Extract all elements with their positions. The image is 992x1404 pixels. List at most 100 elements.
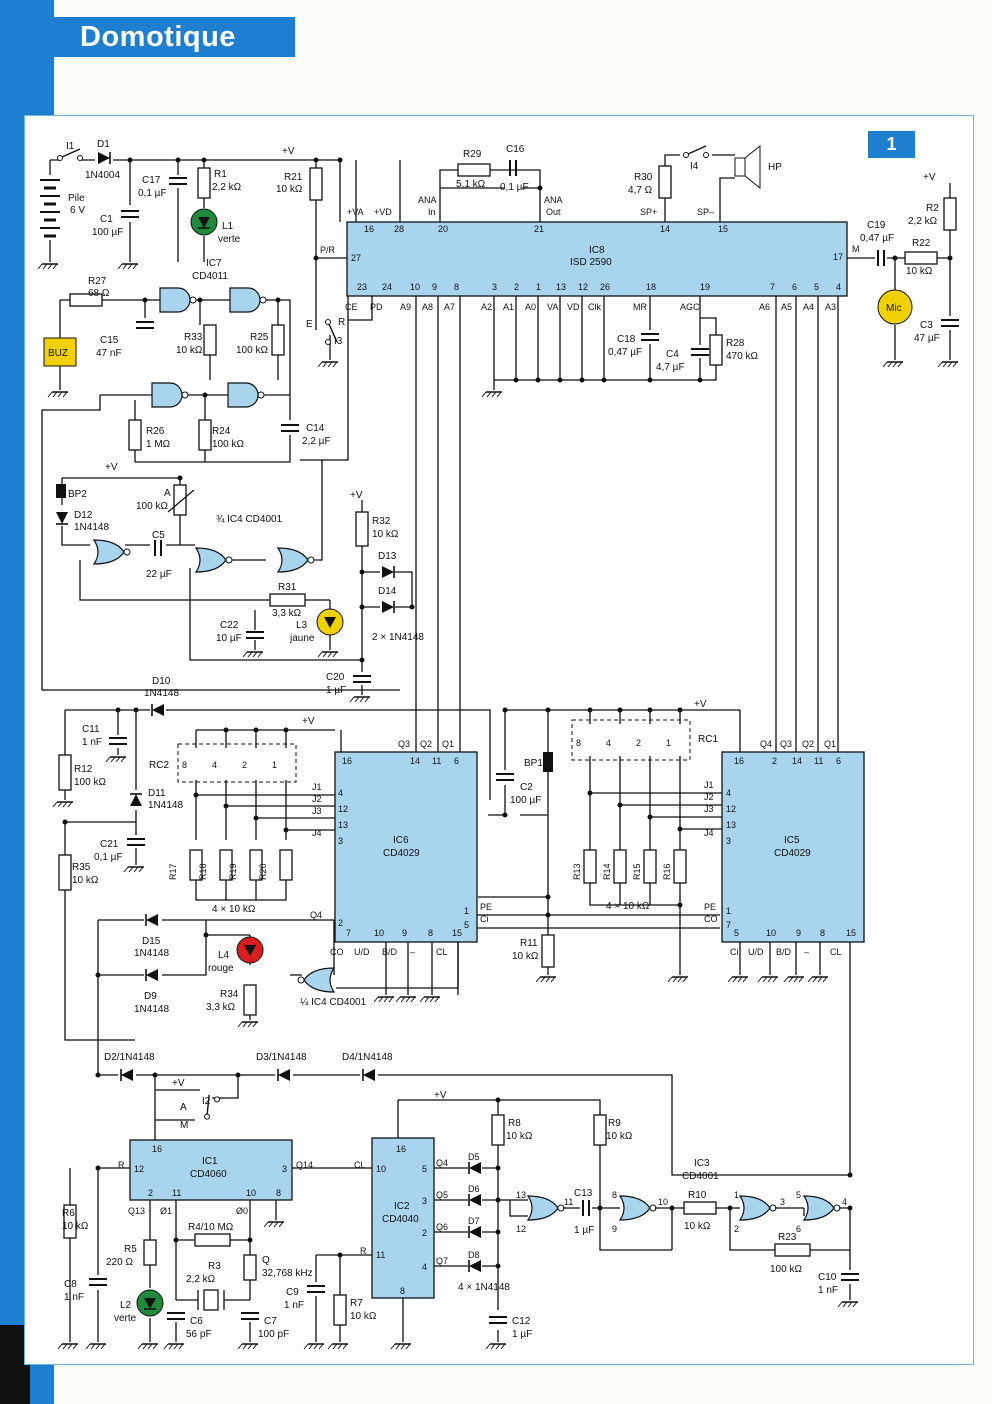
svg-text:B/D: B/D — [382, 947, 398, 957]
svg-text:14: 14 — [410, 756, 420, 766]
label-i2-a: A — [180, 1102, 187, 1113]
label-i3: I3 — [334, 336, 343, 347]
svg-text:CE: CE — [345, 302, 358, 312]
label-plus-v: +V — [434, 1090, 447, 1101]
resistor-r18 — [219, 849, 233, 881]
label-c6: C6 — [190, 1316, 203, 1327]
capacitor-c3 — [940, 319, 960, 327]
svg-text:15: 15 — [846, 928, 856, 938]
svg-text:AGC: AGC — [680, 302, 700, 312]
svg-text:1: 1 — [536, 282, 541, 292]
label-d13: D13 — [378, 551, 397, 562]
label-r10: R10 — [688, 1190, 707, 1201]
ground-symbol — [783, 976, 805, 983]
section-tab — [54, 17, 295, 57]
svg-text:1: 1 — [734, 1190, 739, 1200]
label-rc2: RC2 — [149, 760, 169, 771]
nand-gate-ic7-iv — [229, 287, 267, 313]
svg-text:11: 11 — [432, 756, 441, 766]
label-d10: D10 — [152, 676, 171, 687]
svg-text:10: 10 — [374, 928, 384, 938]
capacitor-c19 — [877, 249, 885, 267]
svg-text:2: 2 — [338, 918, 343, 928]
label-ic2-value: CD4040 — [382, 1214, 419, 1225]
label-r26: R26 — [146, 426, 165, 437]
svg-text:PE: PE — [480, 902, 492, 912]
label-d1-value: 1N4004 — [85, 170, 120, 181]
svg-text:Q5: Q5 — [436, 1190, 448, 1200]
ground-symbol — [237, 1021, 259, 1028]
svg-text:3: 3 — [726, 836, 731, 846]
svg-text:R20: R20 — [258, 863, 268, 880]
svg-text:D7: D7 — [468, 1216, 480, 1226]
diode-d14 — [381, 600, 395, 614]
label-c7-value: 100 pF — [258, 1329, 289, 1340]
svg-text:R19: R19 — [228, 863, 238, 880]
label-q-value: 2,2 kΩ — [186, 1274, 216, 1285]
label-r25-value: 100 kΩ — [236, 345, 268, 356]
svg-text:CO: CO — [330, 947, 344, 957]
svg-text:4: 4 — [212, 760, 217, 770]
label-plus-v: +V — [105, 462, 118, 473]
label-d1: D1 — [97, 139, 110, 150]
label-plus-v: +V — [302, 716, 315, 727]
potentiometer-a[interactable] — [173, 484, 187, 516]
svg-text:8: 8 — [820, 928, 825, 938]
resistor-r32 — [355, 511, 369, 547]
pushbutton-bp1[interactable] — [543, 752, 553, 772]
label-d9: D9 — [144, 991, 157, 1002]
resistor-r6 — [63, 1204, 77, 1239]
svg-text:5: 5 — [734, 928, 739, 938]
svg-text:13: 13 — [726, 820, 736, 830]
svg-text:8: 8 — [182, 760, 187, 770]
resistor-r13 — [583, 849, 597, 884]
label-pot-a: A — [164, 488, 171, 499]
svg-text:2: 2 — [422, 1228, 427, 1238]
dip-switch-rc2[interactable] — [177, 743, 297, 783]
label-r8: R8 — [508, 1118, 521, 1129]
label-l1-value: verte — [218, 234, 241, 245]
ground-symbol — [123, 866, 145, 873]
svg-text:A7: A7 — [444, 302, 455, 312]
label-c8-value: 1 nF — [64, 1292, 84, 1303]
label-r6: R6 — [62, 1208, 75, 1219]
dip-switch-rc1[interactable] — [571, 719, 691, 761]
svg-text:J3: J3 — [704, 804, 714, 814]
label-r32-value: 10 kΩ — [372, 529, 399, 540]
svg-text:4: 4 — [726, 788, 731, 798]
ground-symbol — [837, 1301, 859, 1308]
label-r30: R30 — [634, 172, 653, 183]
ground-symbol — [117, 263, 139, 270]
svg-text:M: M — [852, 244, 860, 254]
led-l4 — [236, 936, 264, 964]
svg-text:R15: R15 — [632, 863, 642, 880]
svg-text:9: 9 — [402, 928, 407, 938]
resistor-r27 — [69, 293, 103, 307]
resistor-r2 — [943, 197, 957, 231]
label-c2: C2 — [520, 782, 533, 793]
label-r6-value: 10 kΩ — [62, 1221, 89, 1232]
svg-text:P/R: P/R — [320, 245, 336, 255]
label-r11: R11 — [520, 938, 538, 949]
label-d12: D12 — [74, 510, 93, 521]
svg-text:A6: A6 — [759, 302, 770, 312]
svg-text:3: 3 — [780, 1197, 785, 1207]
svg-text:12: 12 — [726, 804, 736, 814]
pushbutton-bp2[interactable] — [56, 484, 66, 498]
svg-text:16: 16 — [342, 756, 352, 766]
label-r26-value: 1 MΩ — [146, 439, 171, 450]
nor-gate-ic4-i — [297, 967, 335, 993]
ground-symbol — [419, 996, 441, 1003]
label-c17-value: 0,1 µF — [138, 188, 167, 199]
label-c12-value: 1 µF — [512, 1329, 532, 1340]
label-r22-value: 10 kΩ — [906, 266, 933, 277]
label-l2: L2 — [120, 1300, 132, 1311]
label-r11-value: 10 kΩ — [512, 951, 539, 962]
led-l1 — [190, 208, 218, 236]
label-d9-value: 1N4148 — [134, 1004, 169, 1015]
label-r1-value: 2,2 kΩ — [212, 182, 242, 193]
ground-symbol — [237, 1343, 259, 1350]
svg-text:8: 8 — [428, 928, 433, 938]
svg-text:4: 4 — [836, 282, 841, 292]
label-plus-v: +V — [694, 699, 707, 710]
